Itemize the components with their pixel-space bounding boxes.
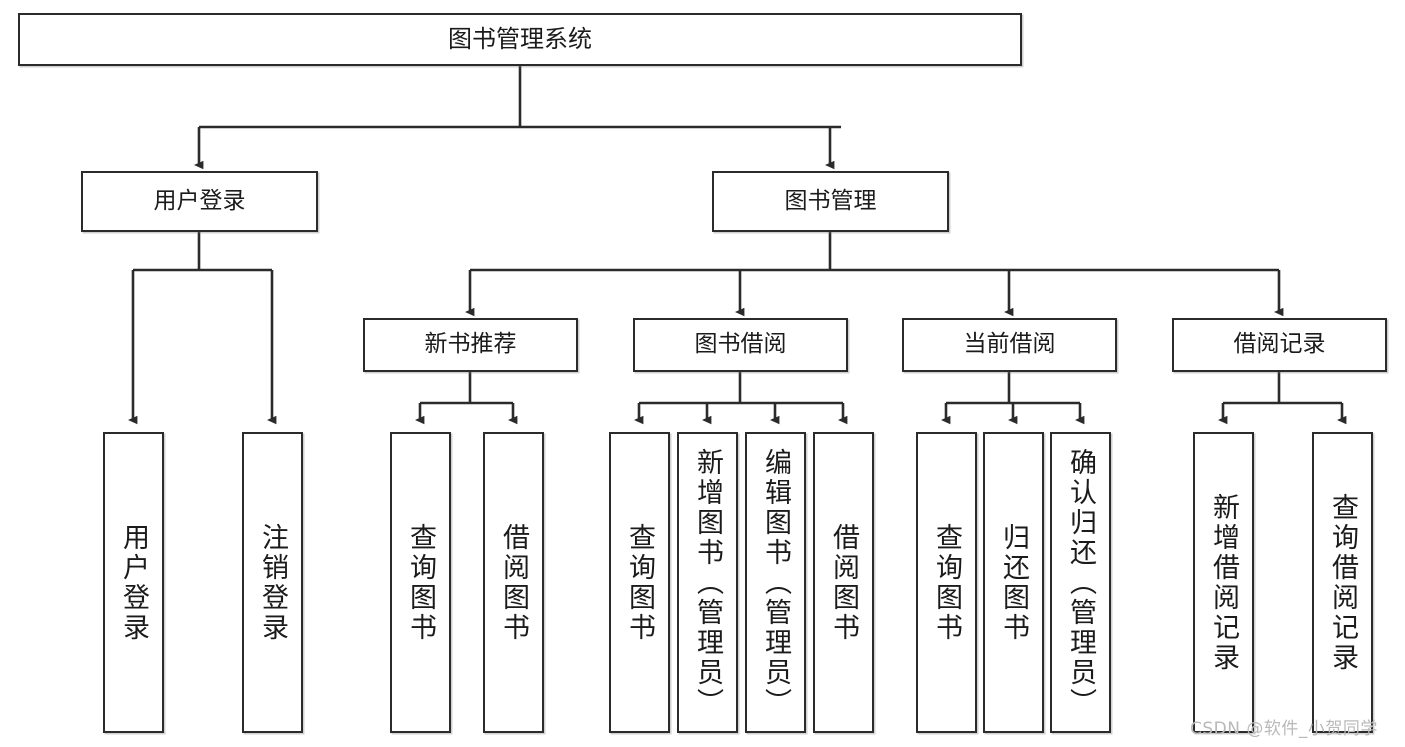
node-leaf-add-record[interactable]: 新增借阅记录 [1193, 432, 1254, 733]
node-leaf-user-login[interactable]: 用户登录 [103, 432, 164, 733]
node-leaf-add-book[interactable]: 新增图书（管理员） [677, 432, 738, 733]
node-leaf-borrow-book-2-label: 借阅图书 [828, 522, 859, 643]
node-user-login[interactable]: 用户登录 [81, 171, 318, 232]
node-root[interactable]: 图书管理系统 [18, 13, 1022, 66]
node-book-borrow[interactable]: 图书借阅 [633, 318, 848, 372]
node-leaf-edit-book-label: 编辑图书（管理员） [760, 447, 791, 718]
node-leaf-borrow-book-2[interactable]: 借阅图书 [813, 432, 874, 733]
node-leaf-confirm-return-label: 确认归还（管理员） [1065, 447, 1096, 718]
node-borrow-record-label: 借阅记录 [1233, 331, 1326, 358]
csdn-watermark: CSDN @软件_小贺同学 [1190, 719, 1378, 739]
node-current-borrow[interactable]: 当前借阅 [902, 318, 1117, 372]
node-leaf-confirm-return[interactable]: 确认归还（管理员） [1050, 432, 1111, 733]
node-new-book-recommend[interactable]: 新书推荐 [363, 318, 578, 372]
node-leaf-query-book-2[interactable]: 查询图书 [609, 432, 670, 733]
node-user-login-label: 用户登录 [153, 187, 246, 214]
node-leaf-logout-login[interactable]: 注销登录 [242, 432, 303, 733]
node-leaf-query-book-2-label: 查询图书 [624, 522, 655, 643]
node-leaf-return-book[interactable]: 归还图书 [983, 432, 1044, 733]
node-leaf-query-book-1[interactable]: 查询图书 [390, 432, 451, 733]
node-leaf-query-record-label: 查询借阅记录 [1327, 492, 1358, 673]
node-root-label: 图书管理系统 [448, 25, 592, 54]
node-new-book-recommend-label: 新书推荐 [424, 331, 517, 358]
node-leaf-borrow-book-1[interactable]: 借阅图书 [483, 432, 544, 733]
node-leaf-borrow-book-1-label: 借阅图书 [498, 522, 529, 643]
node-leaf-edit-book[interactable]: 编辑图书（管理员） [745, 432, 806, 733]
node-leaf-query-book-3[interactable]: 查询图书 [916, 432, 977, 733]
node-leaf-return-book-label: 归还图书 [998, 522, 1029, 643]
node-leaf-add-record-label: 新增借阅记录 [1208, 492, 1239, 673]
node-book-manage-label: 图书管理 [784, 187, 877, 214]
node-leaf-query-record[interactable]: 查询借阅记录 [1312, 432, 1373, 733]
node-leaf-logout-login-label: 注销登录 [257, 522, 288, 643]
node-book-manage[interactable]: 图书管理 [712, 171, 949, 232]
node-borrow-record[interactable]: 借阅记录 [1172, 318, 1387, 372]
node-current-borrow-label: 当前借阅 [963, 331, 1056, 358]
node-leaf-user-login-label: 用户登录 [118, 522, 149, 643]
node-leaf-add-book-label: 新增图书（管理员） [692, 447, 723, 718]
node-leaf-query-book-1-label: 查询图书 [405, 522, 436, 643]
node-book-borrow-label: 图书借阅 [694, 331, 787, 358]
node-leaf-query-book-3-label: 查询图书 [931, 522, 962, 643]
